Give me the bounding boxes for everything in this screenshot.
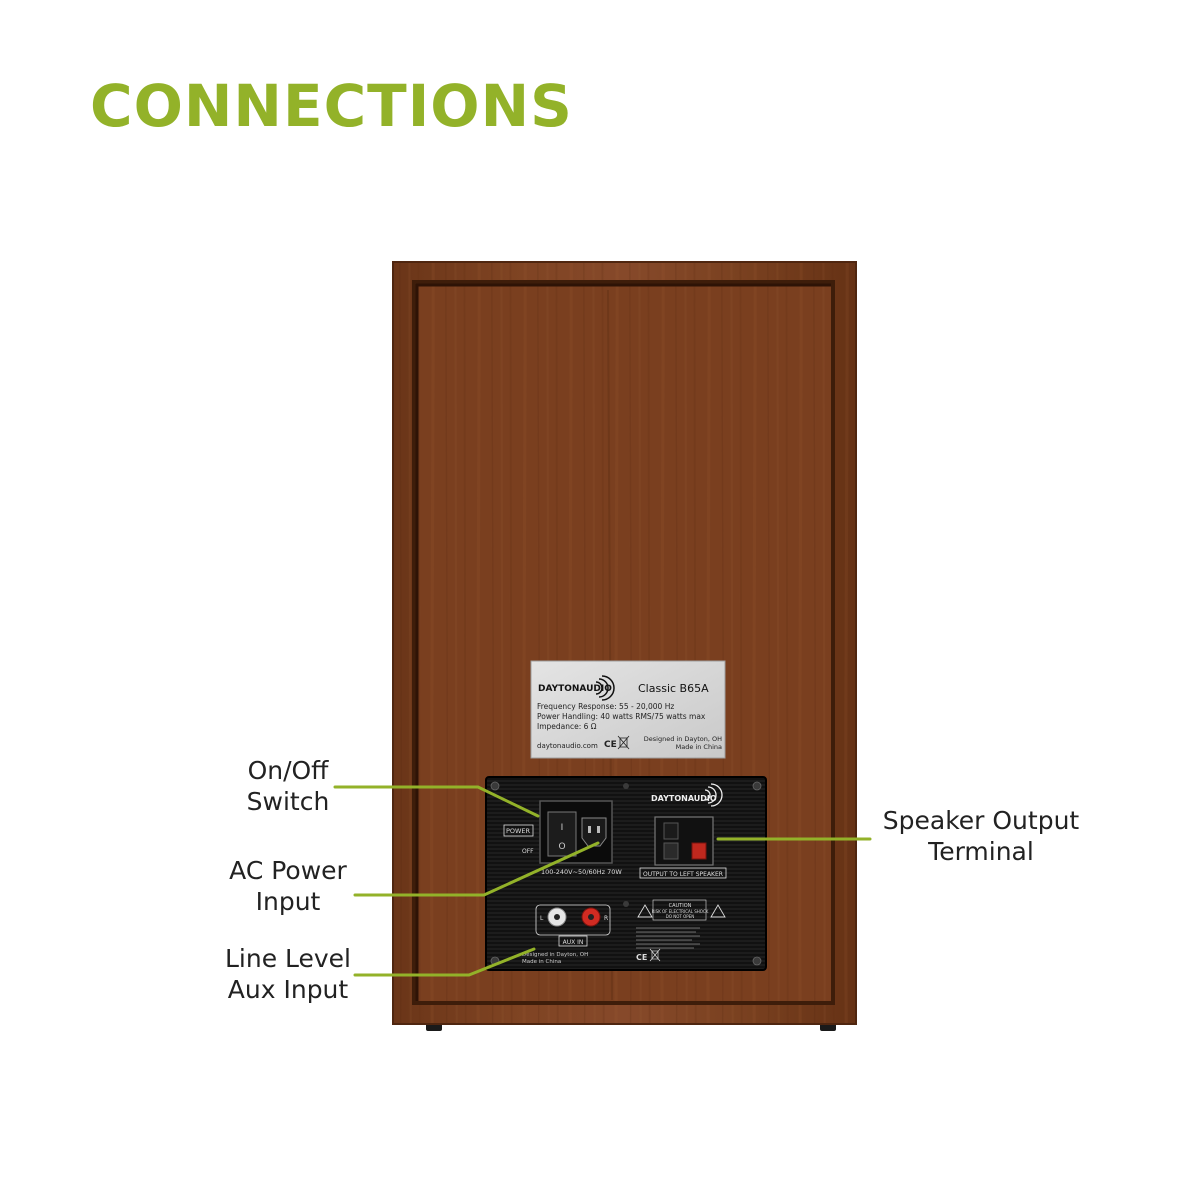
caution-line2: DO NOT OPEN	[666, 914, 694, 919]
aux-in-label: AUX IN	[563, 939, 584, 946]
callout-on-off-switch: On/Off Switch	[226, 755, 350, 817]
leader-line-ac-power	[353, 841, 600, 897]
panel-weee-bin-icon	[649, 948, 661, 962]
callout-speaker-line1: Speaker Output	[882, 806, 1080, 835]
off-label: OFF	[522, 848, 534, 855]
callout-ac-power-input: AC Power Input	[210, 855, 366, 917]
spec-designed-in: Designed in Dayton, OH	[644, 735, 722, 743]
callout-aux-line1: Line Level	[224, 944, 352, 973]
caution-line1: RISK OF ELECTRICAL SHOCK	[652, 909, 709, 914]
warning-triangle-icon	[637, 904, 653, 918]
spec-website: daytonaudio.com	[537, 742, 598, 750]
callout-on-off-line2: Switch	[246, 787, 330, 816]
aux-right-label: R	[604, 915, 608, 922]
power-label: POWER	[506, 827, 531, 835]
panel-brand-logo-icon	[704, 783, 723, 807]
caution-title: CAUTION	[669, 903, 692, 909]
spec-made-in: Made in China	[676, 743, 722, 751]
voltage-rating: 100-240V~50/60Hz 70W	[541, 868, 622, 876]
speaker-output-terminal[interactable]	[654, 816, 714, 866]
rear-amplifier-panel: DAYTONAUDIO POWER OFF I O 100-240V~50/60…	[485, 776, 767, 971]
warning-triangle-icon-2	[710, 904, 726, 918]
callout-line-level-aux-input: Line Level Aux Input	[210, 943, 366, 1005]
callout-speaker-output-terminal: Speaker Output Terminal	[872, 805, 1090, 867]
aux-input-jacks[interactable]	[535, 904, 611, 936]
callout-speaker-line2: Terminal	[928, 837, 1034, 866]
spec-ce-mark: CE	[604, 740, 617, 750]
spec-plate-model: Classic B65A	[638, 682, 709, 695]
panel-made-in: Made in China	[522, 959, 561, 965]
rocker-switch[interactable]: I O	[547, 811, 577, 857]
callout-ac-power-line1: AC Power	[229, 856, 347, 885]
spec-plate: DAYTONAUDIO Classic B65A Frequency Respo…	[530, 660, 726, 759]
panel-ce-mark: CE	[636, 953, 647, 962]
brand-logo-icon	[595, 675, 615, 701]
svg-text:I: I	[561, 823, 564, 833]
spec-impedance: Impedance: 6 Ω	[537, 722, 597, 731]
svg-text:O: O	[558, 842, 565, 852]
callout-aux-line2: Aux Input	[227, 975, 349, 1004]
spec-frequency-response: Frequency Response: 55 - 20,000 Hz	[537, 702, 674, 711]
callout-on-off-line1: On/Off	[247, 756, 329, 785]
spec-power-handling: Power Handling: 40 watts RMS/75 watts ma…	[537, 712, 706, 721]
leader-line-aux-input	[353, 947, 536, 977]
spec-plate-brand: DAYTONAUDIO	[538, 684, 612, 694]
panel-brand: DAYTONAUDIO	[651, 794, 717, 803]
panel-designed-in: Designed in Dayton, OH	[522, 952, 588, 958]
weee-bin-icon	[617, 735, 630, 750]
leader-line-on-off	[333, 785, 540, 818]
page-title: CONNECTIONS	[90, 72, 573, 140]
callout-ac-power-line2: Input	[255, 887, 321, 916]
speaker-output-label: OUTPUT TO LEFT SPEAKER	[643, 871, 723, 878]
aux-left-label: L	[540, 915, 544, 922]
ac-power-inlet[interactable]	[581, 817, 607, 847]
